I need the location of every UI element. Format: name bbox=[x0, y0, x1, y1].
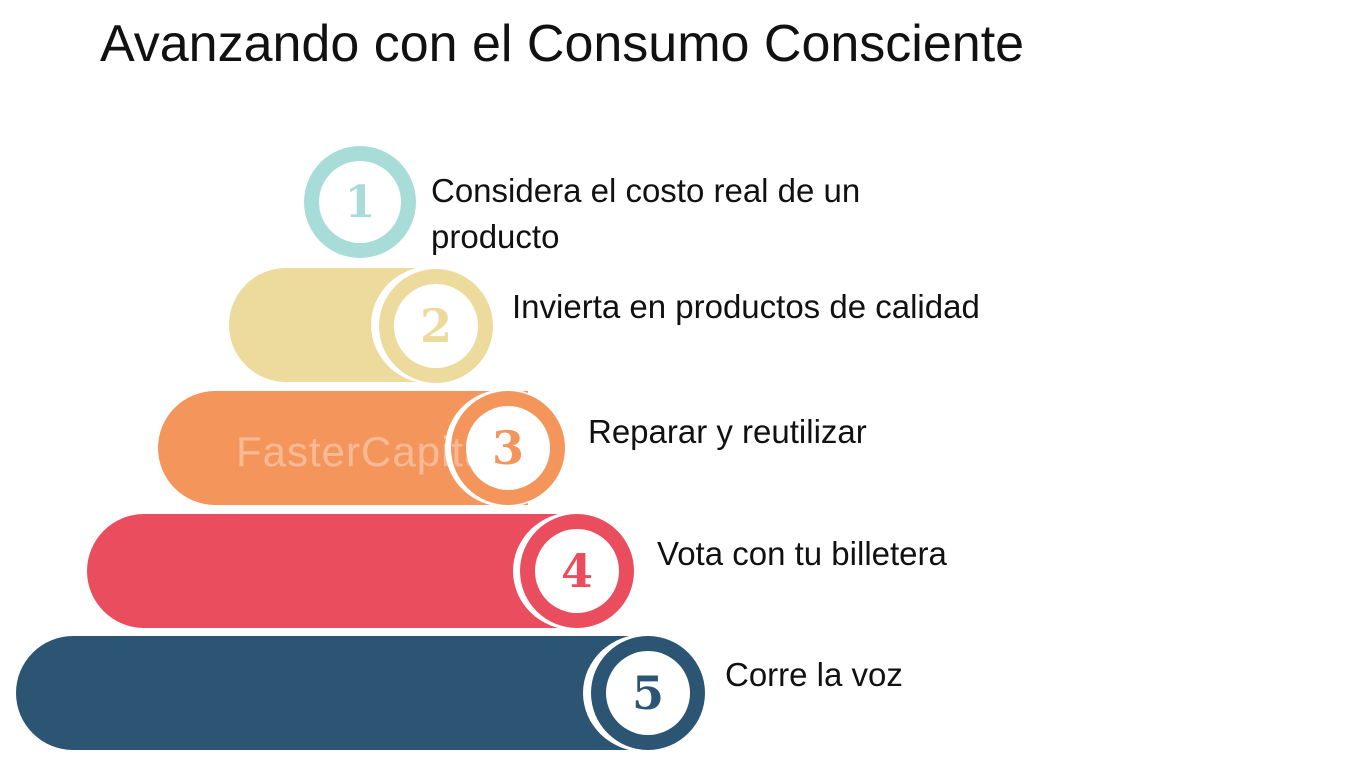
watermark: FasterCapital bbox=[236, 428, 499, 475]
step-5-number: 5 bbox=[606, 651, 690, 735]
step-2-number: 2 bbox=[394, 284, 478, 368]
step-1-number: 1 bbox=[319, 161, 401, 243]
step-5-bar bbox=[16, 636, 656, 750]
step-3-number: 3 bbox=[466, 406, 550, 490]
step-3-label: Reparar y reutilizar bbox=[588, 413, 867, 450]
step-4-bar bbox=[87, 514, 587, 628]
step-5-label: Corre la voz bbox=[725, 656, 903, 693]
step-2-label: Invierta en productos de calidad bbox=[512, 288, 980, 325]
page-title: Avanzando con el Consumo Consciente bbox=[100, 15, 1025, 73]
step-4-number: 4 bbox=[535, 529, 619, 613]
step-1-label: Considera el costo real de un producto bbox=[431, 172, 861, 255]
step-4-label: Vota con tu billetera bbox=[657, 535, 947, 572]
